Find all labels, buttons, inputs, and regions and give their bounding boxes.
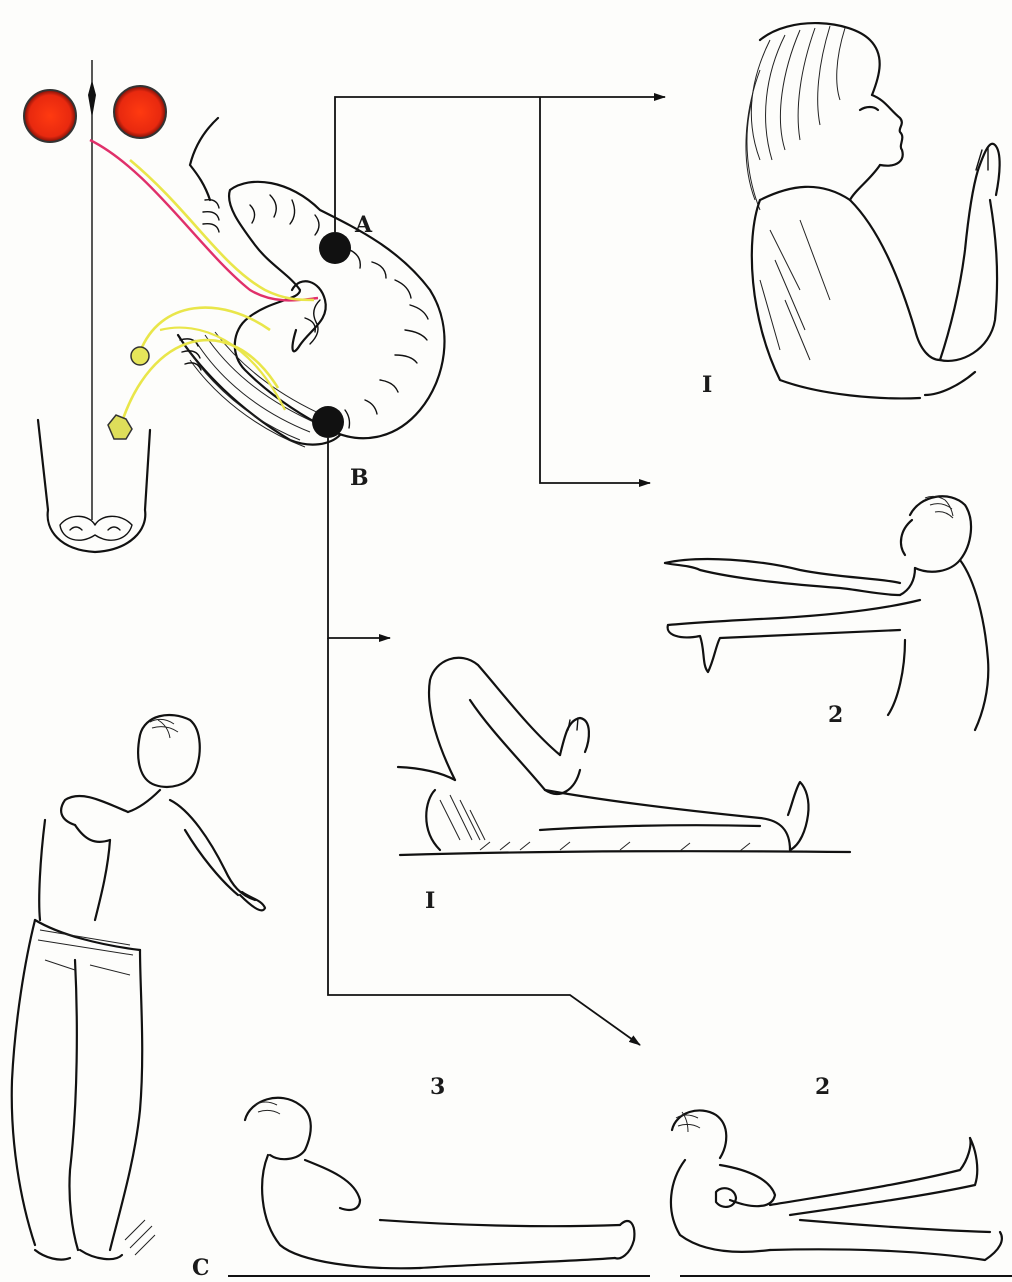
peduncle-fibers <box>185 332 325 447</box>
label-a: A <box>354 212 373 238</box>
label-figure-two-bottom: 2 <box>815 1074 830 1100</box>
label-figure-three: 3 <box>430 1074 445 1100</box>
ganglion-upper <box>131 347 149 365</box>
label-figure-i-top: I <box>702 372 712 398</box>
lesion-a-dot <box>319 232 351 264</box>
figure-arm-drift-test <box>665 496 988 730</box>
red-nucleus-right <box>114 86 166 138</box>
figure-finger-nose-test <box>746 23 1000 398</box>
label-figure-two-mid: 2 <box>828 702 843 728</box>
figure-standing-ataxia <box>12 715 265 1260</box>
brainstem-schematic <box>24 60 444 552</box>
figure-situp-test-2 <box>671 1110 1012 1276</box>
pons-ridges <box>203 200 219 232</box>
figure-heel-knee-test <box>398 658 850 855</box>
spinal-cord <box>38 420 150 552</box>
lesion-b-dot <box>312 406 344 438</box>
cerebellum-outline <box>229 182 444 438</box>
brainstem-stalk <box>190 118 218 200</box>
tract-pink <box>90 140 318 300</box>
midline-tick <box>88 80 96 118</box>
tract-yellow-upper <box>130 160 314 300</box>
red-nucleus-left <box>24 90 76 142</box>
tract-yellow-mid <box>140 308 270 352</box>
dentate-curl <box>292 281 326 351</box>
label-b: B <box>350 465 369 491</box>
arrow-b-to-bottom <box>328 638 640 1045</box>
label-c: C <box>192 1255 210 1281</box>
pathway-arrows <box>328 97 665 1045</box>
figure-situp-test-3 <box>228 1098 650 1276</box>
arrow-a-to-two-mid <box>540 97 650 483</box>
cord-gray-matter <box>60 516 132 540</box>
label-figure-i-mid: I <box>425 888 435 914</box>
ganglion-lower <box>108 415 132 439</box>
arrow-a-to-i-top <box>335 97 665 232</box>
